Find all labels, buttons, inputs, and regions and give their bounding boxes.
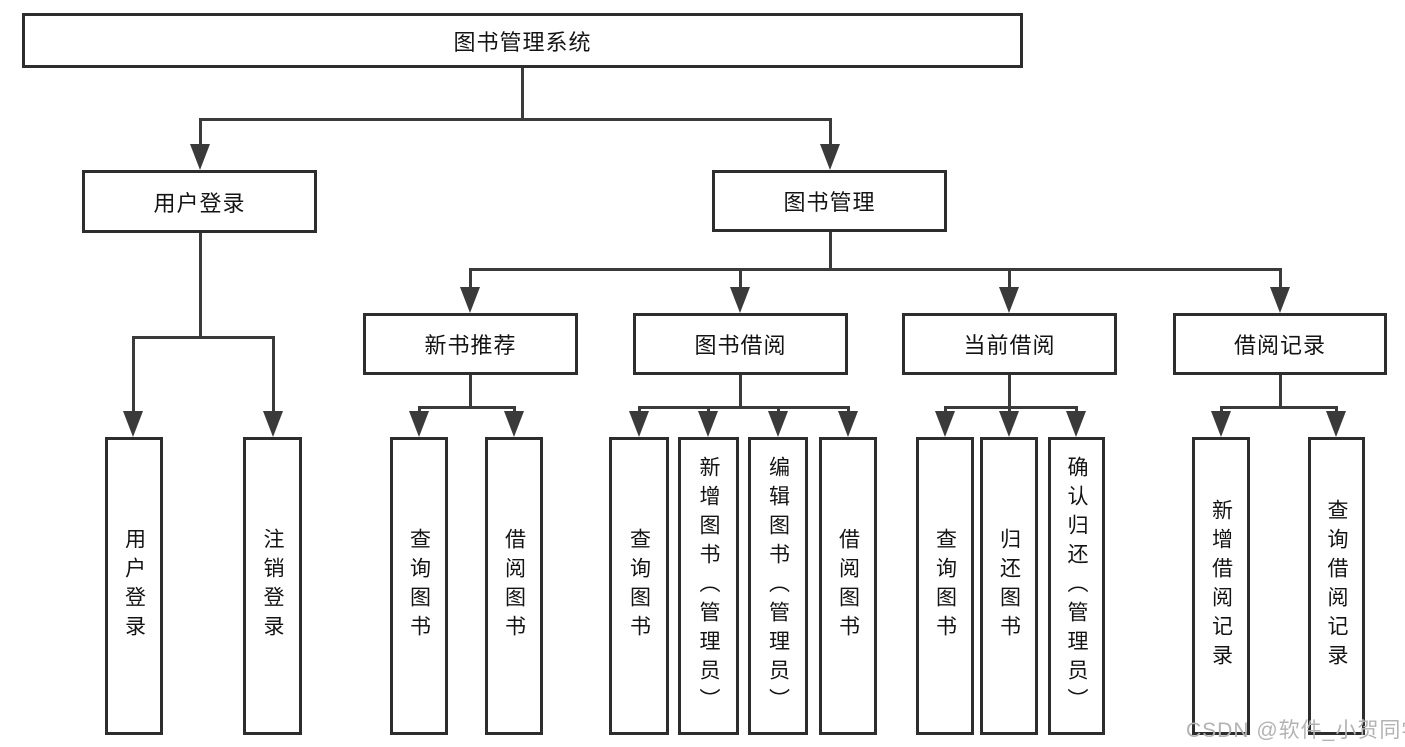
node-new-book-recommend: 新书推荐 [363, 313, 578, 375]
connector-to-borrow-record [1279, 268, 1282, 287]
connector-leaf-stub [1335, 406, 1338, 413]
arrow-down-icon [730, 287, 750, 313]
arrow-down-icon [698, 411, 718, 437]
leaf-query-books-borrow: 查询图书 [609, 437, 669, 735]
connector-leaf-stub [1220, 406, 1223, 413]
arrow-down-icon [190, 144, 210, 170]
connector-to-leaf-logout [272, 336, 275, 411]
connector-new-book-rail [418, 406, 516, 409]
csdn-watermark: CSDN @软件_小贺同学 [1186, 719, 1405, 742]
connector-new-book-stub [469, 375, 472, 409]
leaf-user-login: 用户登录 [105, 437, 163, 735]
connector-to-new-book [469, 268, 472, 287]
connector-leaf-stub [418, 406, 421, 413]
arrow-down-icon [768, 411, 788, 437]
arrow-down-icon [820, 144, 840, 170]
connector-current-borrow-stub [1008, 375, 1011, 409]
connector-root-stub [521, 68, 524, 121]
connector-leaf-stub [847, 406, 850, 413]
leaf-add-borrow-record: 新增借阅记录 [1192, 437, 1250, 735]
connector-leaf-stub [638, 406, 641, 413]
arrow-down-icon [999, 411, 1019, 437]
node-current-borrow: 当前借阅 [902, 313, 1117, 375]
arrow-down-icon [999, 287, 1019, 313]
arrow-down-icon [409, 411, 429, 437]
arrow-down-icon [1270, 287, 1290, 313]
arrow-down-icon [935, 411, 955, 437]
connector-user-login-stub [199, 233, 202, 339]
leaf-add-books-admin: 新增图书（管理员） [678, 437, 739, 735]
arrow-down-icon [123, 411, 143, 437]
connector-to-book-borrow [739, 268, 742, 287]
arrow-down-icon [263, 411, 283, 437]
node-book-management: 图书管理 [712, 170, 947, 232]
connector-level2-rail [199, 118, 832, 121]
connector-book-borrow-rail [638, 406, 850, 409]
arrow-down-icon [1211, 411, 1231, 437]
connector-current-borrow-rail [944, 406, 1078, 409]
node-user-login: 用户登录 [82, 170, 317, 233]
connector-leaf-stub [707, 406, 710, 413]
leaf-query-books-current: 查询图书 [916, 437, 974, 735]
leaf-query-books-recommend: 查询图书 [390, 437, 448, 735]
connector-user-login-rail [132, 336, 275, 339]
connector-leaf-stub [513, 406, 516, 413]
arrow-down-icon [1066, 411, 1086, 437]
connector-to-book-management [829, 118, 832, 144]
node-root-library-management-system: 图书管理系统 [22, 13, 1023, 68]
connector-leaf-stub [777, 406, 780, 413]
node-book-borrow: 图书借阅 [633, 313, 848, 375]
leaf-return-books: 归还图书 [980, 437, 1038, 735]
connector-to-user-login [199, 118, 202, 144]
leaf-edit-books-admin: 编辑图书（管理员） [748, 437, 808, 735]
connector-level3-rail [469, 268, 1282, 271]
connector-leaf-stub [1075, 406, 1078, 413]
connector-borrow-record-stub [1279, 375, 1282, 409]
arrow-down-icon [629, 411, 649, 437]
connector-book-borrow-stub [739, 375, 742, 409]
arrow-down-icon [1326, 411, 1346, 437]
leaf-borrow-books: 借阅图书 [819, 437, 877, 735]
arrow-down-icon [460, 287, 480, 313]
connector-leaf-stub [944, 406, 947, 413]
leaf-query-borrow-record: 查询借阅记录 [1308, 437, 1365, 735]
node-borrow-record: 借阅记录 [1173, 313, 1387, 375]
arrow-down-icon [838, 411, 858, 437]
connector-to-leaf-user-login [132, 336, 135, 411]
leaf-borrow-books-recommend: 借阅图书 [485, 437, 543, 735]
leaf-logout: 注销登录 [243, 437, 302, 735]
connector-to-current-borrow [1008, 268, 1011, 287]
leaf-confirm-return-admin: 确认归还（管理员） [1048, 437, 1105, 735]
connector-book-management-stub [829, 232, 832, 270]
connector-borrow-record-rail [1220, 406, 1338, 409]
arrow-down-icon [504, 411, 524, 437]
connector-leaf-stub [1008, 406, 1011, 413]
